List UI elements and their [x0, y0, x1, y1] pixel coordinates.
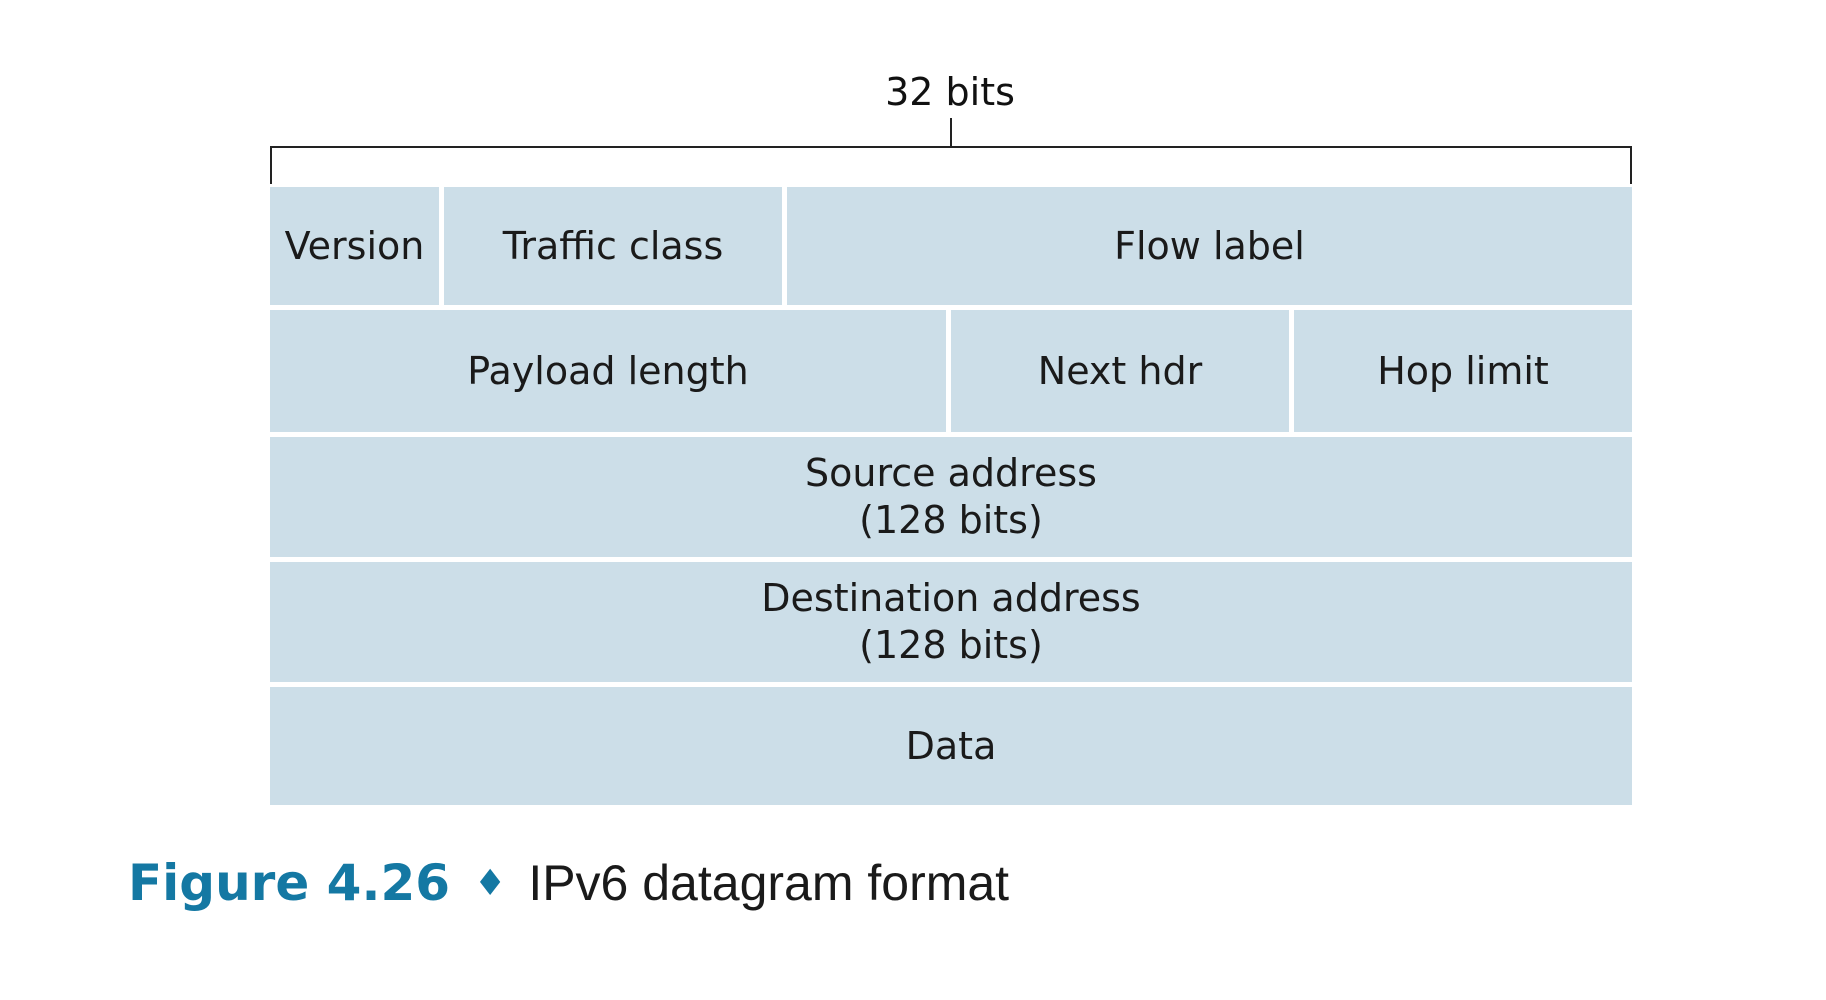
bit-width-bracket: [270, 118, 1632, 184]
ipv6-header-diagram: Version Traffic class Flow label Payload…: [270, 187, 1632, 805]
field-traffic-class: Traffic class: [444, 187, 782, 305]
bit-width-label: 32 bits: [885, 70, 1015, 114]
field-hop-limit: Hop limit: [1294, 310, 1632, 432]
header-row-4: Destination address (128 bits): [270, 562, 1632, 682]
field-destination-address: Destination address (128 bits): [270, 562, 1632, 682]
field-version: Version: [270, 187, 439, 305]
header-row-5: Data: [270, 687, 1632, 805]
figure-caption: Figure 4.26 ♦ IPv6 datagram format: [128, 848, 1009, 918]
field-data: Data: [270, 687, 1632, 805]
header-row-1: Version Traffic class Flow label: [270, 187, 1632, 305]
header-row-2: Payload length Next hdr Hop limit: [270, 310, 1632, 432]
field-next-hdr: Next hdr: [951, 310, 1289, 432]
field-payload-length: Payload length: [270, 310, 946, 432]
field-flow-label: Flow label: [787, 187, 1632, 305]
figure-title: IPv6 datagram format: [528, 855, 1010, 911]
header-row-3: Source address (128 bits): [270, 437, 1632, 557]
field-source-address: Source address (128 bits): [270, 437, 1632, 557]
diamond-icon: ♦: [474, 862, 507, 904]
figure-number: Figure 4.26: [128, 854, 451, 912]
